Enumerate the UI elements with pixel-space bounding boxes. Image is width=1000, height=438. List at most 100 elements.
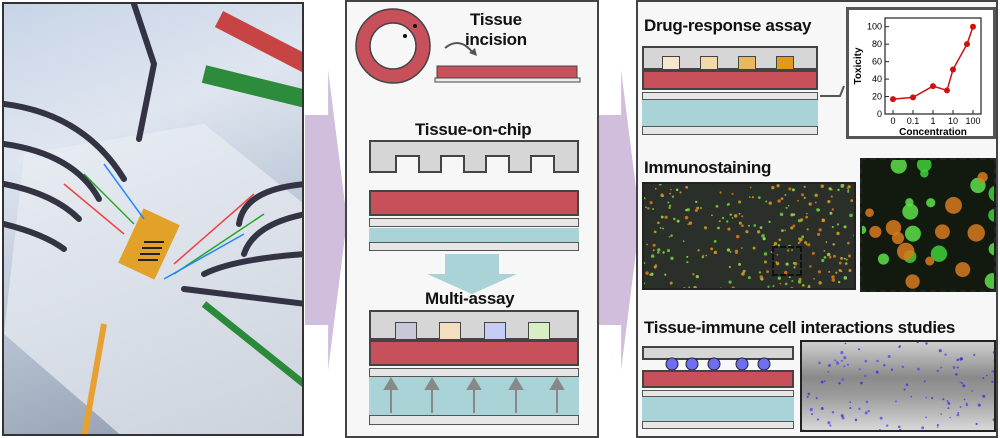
- immune-cell-dot: [977, 403, 981, 407]
- immune-cell-dot: [962, 384, 966, 388]
- bottom-glass: [369, 415, 579, 425]
- cell-dot: [645, 271, 649, 275]
- immune-cell-dot: [913, 431, 915, 432]
- cell-dot: [761, 234, 765, 238]
- cell-dot: [734, 249, 739, 253]
- immune-cell-dot: [916, 367, 921, 371]
- immune-cell-dot: [991, 369, 994, 373]
- cell-dot: [828, 255, 832, 259]
- cell-dot: [775, 260, 778, 263]
- cell-dot: [885, 219, 902, 236]
- cell-dot: [671, 195, 675, 198]
- immune-cell-dot: [905, 383, 909, 386]
- immune-cell-dot: [841, 416, 845, 420]
- cell-dot: [779, 212, 784, 217]
- cell-dot: [804, 241, 808, 245]
- cell-dot: [916, 160, 932, 172]
- cell-dot: [726, 220, 729, 223]
- cell-dot: [817, 232, 821, 237]
- immune-cell-dot: [827, 421, 831, 425]
- cell-dot: [768, 220, 771, 223]
- immune-cell-dot: [957, 411, 960, 414]
- cell-dot: [662, 251, 665, 254]
- immune-cell-dot: [956, 413, 960, 417]
- cell-dot: [807, 286, 811, 288]
- immune-cell-dot: [956, 358, 959, 362]
- immune-cell-dot: [940, 413, 943, 415]
- cell-dot: [905, 274, 920, 289]
- cell-dot: [862, 225, 867, 235]
- cell-dot: [847, 190, 850, 193]
- membrane: [642, 92, 818, 100]
- immune-cell-dot: [985, 374, 988, 377]
- well: [528, 322, 550, 340]
- cell-dot: [843, 257, 846, 260]
- immune-cell-dot: [849, 406, 852, 410]
- cell-dot: [835, 271, 838, 274]
- cell-dot: [814, 193, 818, 198]
- cell-dot: [801, 235, 805, 239]
- cell-dot: [699, 207, 702, 210]
- cell-dot: [693, 286, 697, 288]
- cell-dot: [752, 246, 756, 250]
- cell-dot: [738, 262, 742, 266]
- media-channel: [369, 228, 579, 242]
- immune-cell-dot: [876, 359, 879, 363]
- cell-dot: [683, 287, 686, 288]
- cell-dot: [818, 228, 822, 232]
- cell-dot: [711, 214, 713, 217]
- immune-cell-dot: [975, 422, 978, 426]
- cell-dot: [757, 230, 761, 234]
- cell-dot: [890, 160, 907, 174]
- immune-cell-dot: [831, 411, 835, 414]
- cell-dot: [747, 276, 751, 280]
- immune-cell-dot: [890, 368, 894, 371]
- cell-dot: [702, 254, 705, 257]
- cell-dot: [828, 270, 831, 273]
- immunostaining-zoom-image: [860, 158, 996, 292]
- cell-dot: [763, 252, 768, 256]
- well: [738, 56, 756, 70]
- immune-cell-dot: [959, 357, 963, 361]
- cell-dot: [771, 185, 775, 190]
- cell-dot: [830, 195, 833, 198]
- immune-cell-dot: [820, 407, 824, 410]
- cell-dot: [790, 286, 794, 288]
- immune-cell-dot: [879, 416, 883, 420]
- cell-dot: [664, 273, 667, 276]
- immune-cell-dot: [938, 349, 942, 353]
- immune-cell-dot: [863, 374, 867, 378]
- cell-dot: [896, 242, 915, 261]
- cell-dot: [767, 285, 770, 288]
- cell-dot: [669, 192, 672, 195]
- cell-dot: [780, 197, 784, 200]
- cell-dot: [818, 281, 822, 285]
- cell-dot: [831, 278, 835, 282]
- immunostaining-image: [642, 182, 856, 290]
- cell-dot: [798, 240, 802, 243]
- cell-dot: [667, 201, 670, 204]
- cell-dot: [676, 219, 680, 223]
- cell-dot: [840, 256, 844, 260]
- cell-dot: [657, 221, 660, 224]
- immune-cell-dot: [827, 371, 830, 373]
- data-point: [930, 83, 936, 90]
- cell-dot: [741, 224, 744, 228]
- immune-cell-dot: [840, 414, 844, 417]
- cell-dot: [843, 276, 848, 280]
- cell-dot: [827, 199, 831, 204]
- cell-dot: [728, 280, 732, 284]
- immune-cell-dot: [875, 370, 879, 374]
- stain-cells: [644, 184, 854, 288]
- cell-dot: [926, 198, 936, 208]
- tissue-layer: [369, 190, 579, 216]
- cell-dot: [788, 276, 791, 279]
- cell-dot: [659, 226, 662, 229]
- immune-cell-dot: [936, 424, 939, 427]
- cell-dot: [988, 208, 994, 222]
- immune-cell-dot: [916, 342, 919, 344]
- cell-dot: [891, 231, 905, 245]
- immune-cells: [665, 357, 771, 371]
- membrane: [369, 218, 579, 227]
- immune-cell-dot: [838, 381, 841, 385]
